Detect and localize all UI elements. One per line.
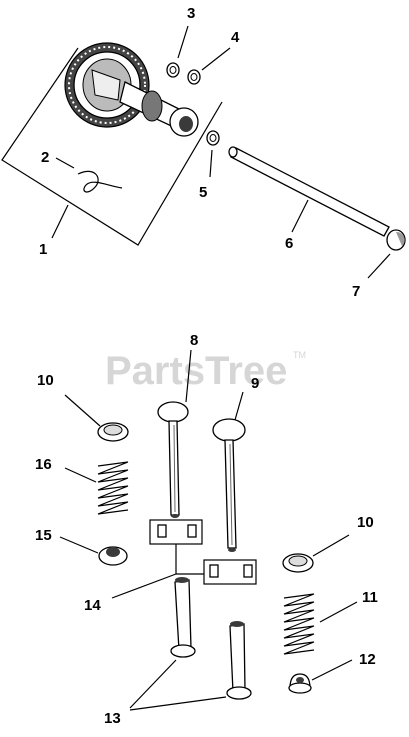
washer-5-part [206,130,220,178]
callout-13-leaders [129,659,227,711]
callout-2: 2 [41,149,49,166]
callout-16: 16 [35,456,52,473]
washer-4-part [187,47,231,85]
watermark: PartsTree TM [105,349,306,393]
callout-4: 4 [231,29,240,46]
retainer-10-right-part [282,534,350,573]
callout-11: 11 [362,589,378,606]
cam-gear-part [64,42,199,137]
valve-9-part [212,391,246,552]
callout-5: 5 [199,184,207,201]
retainer-10-left-part [64,394,129,442]
callout-8: 8 [190,332,198,349]
valve-spring-11-part [283,593,358,655]
washer-3-part [166,25,189,78]
plug-cap-part [367,229,406,279]
cap-12-part [288,659,353,694]
camshaft-bracket-lines [1,47,223,246]
callout-9: 9 [251,375,259,392]
callout-14: 14 [84,597,101,614]
callout-10-left: 10 [37,372,54,389]
valve-spring-16-part [64,461,129,515]
shaft-pin-part [228,146,390,237]
valve-8-part [157,349,192,518]
callout-10-right: 10 [357,514,374,531]
callout-6: 6 [285,235,293,252]
callout-3: 3 [187,5,195,22]
callout-7: 7 [352,283,360,300]
spring-seat-15-part [59,536,128,566]
watermark-text: PartsTree [105,349,287,393]
tappet-13-right-part [226,621,252,700]
tappet-13-left-part [170,577,196,658]
spring-clip-part [55,157,123,193]
callout-1: 1 [39,241,47,258]
callout-12: 12 [359,651,376,668]
watermark-trademark: TM [293,350,306,360]
callout-13: 13 [104,710,121,727]
callout-15: 15 [35,527,52,544]
keepers-14-part [111,519,257,599]
